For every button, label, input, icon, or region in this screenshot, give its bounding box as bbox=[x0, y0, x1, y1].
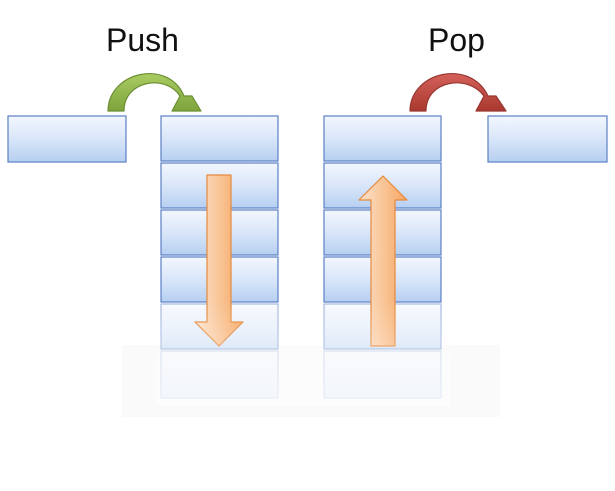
pop-curved-arrow-icon bbox=[409, 73, 507, 112]
incoming-element bbox=[7, 115, 127, 163]
push-label: Push bbox=[106, 22, 179, 58]
outgoing-element bbox=[487, 115, 608, 163]
pop-label: Pop bbox=[428, 22, 485, 58]
pop-stack-top-element bbox=[323, 115, 442, 162]
reflection-fade bbox=[155, 300, 450, 405]
push-curved-arrow-icon bbox=[107, 73, 202, 112]
push-stack-top-element bbox=[160, 115, 279, 162]
